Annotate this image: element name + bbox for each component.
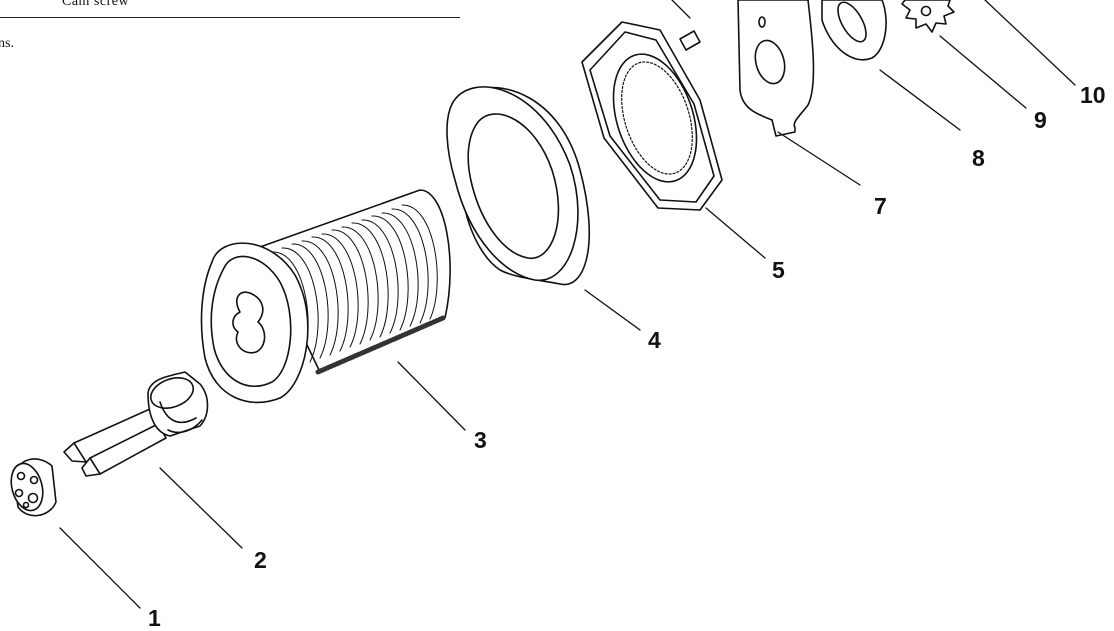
caption-fragment-text: ns. bbox=[0, 36, 14, 51]
callout-7: 7 bbox=[874, 193, 887, 219]
header-rule bbox=[0, 17, 460, 18]
callout-8: 8 bbox=[972, 145, 985, 171]
part-3-cylinder bbox=[200, 189, 451, 404]
header-fragment-text: Cam screw bbox=[62, 0, 130, 9]
part-5-hex-nut bbox=[581, 21, 723, 211]
part-9-star-washer bbox=[901, 0, 1027, 109]
part-4-ring bbox=[446, 86, 591, 286]
callout-4: 4 bbox=[648, 327, 661, 353]
pin-part bbox=[671, 0, 701, 51]
part-7-cam bbox=[737, 0, 861, 186]
leader-10 bbox=[984, 0, 1076, 86]
callout-5: 5 bbox=[772, 257, 785, 283]
part-1-cap bbox=[10, 458, 57, 517]
callout-3: 3 bbox=[474, 427, 487, 453]
part-2-driver bbox=[63, 371, 209, 477]
callout-1: 1 bbox=[148, 605, 161, 631]
callout-leaders bbox=[59, 207, 766, 609]
callout-10: 10 bbox=[1080, 82, 1106, 108]
callout-2: 2 bbox=[254, 547, 267, 573]
callout-9: 9 bbox=[1034, 107, 1047, 133]
part-8-washer bbox=[821, 0, 961, 131]
